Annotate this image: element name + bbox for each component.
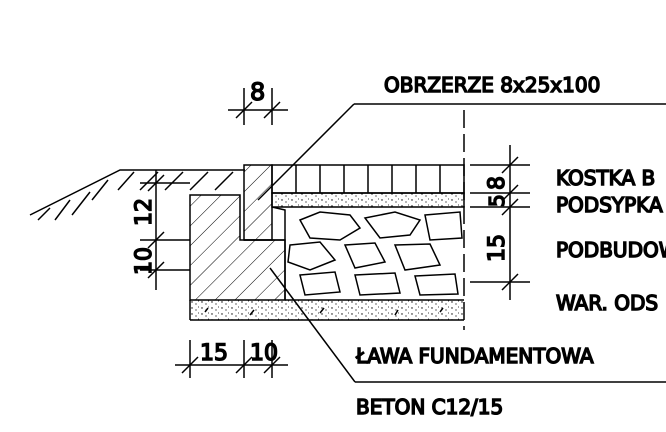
dim-right-stack — [470, 145, 530, 300]
dim-bottom-right-label: 10 — [250, 341, 278, 366]
dim-curb-width-label: 8 — [250, 78, 265, 106]
label-podsypka: PODSYPKA — [556, 193, 663, 217]
dim-left-lower-label: 10 — [132, 247, 157, 275]
dim-bottom — [175, 340, 288, 378]
label-lawa: ŁAWA FUNDAMENTOWA — [355, 344, 594, 368]
label-obrzeze: OBRZERZE 8x25x100 — [384, 73, 600, 97]
curb-label-leader — [257, 103, 666, 201]
paving-stone-layer — [271, 164, 465, 194]
label-beton: BETON C12/15 — [356, 395, 503, 419]
sub-base-layer — [271, 206, 464, 301]
curb — [243, 164, 285, 241]
dim-left-stack — [140, 170, 190, 290]
dim-bottom-left-label: 15 — [200, 341, 228, 366]
drainage-layer — [189, 300, 464, 321]
dim-podbudowa-label: 15 — [485, 234, 510, 262]
bench-label-leader — [269, 267, 666, 383]
label-war-ods: WAR. ODS — [556, 291, 658, 315]
dim-kostka-label: 8 — [485, 176, 510, 190]
dim-podsypka-label: 5 — [485, 194, 509, 207]
sand-bedding-layer — [271, 192, 465, 208]
ground-embankment — [29, 169, 245, 221]
dim-curb-width — [228, 88, 288, 125]
label-kostka: KOSTKA B — [556, 166, 655, 190]
dim-left-upper-label: 12 — [132, 198, 157, 226]
